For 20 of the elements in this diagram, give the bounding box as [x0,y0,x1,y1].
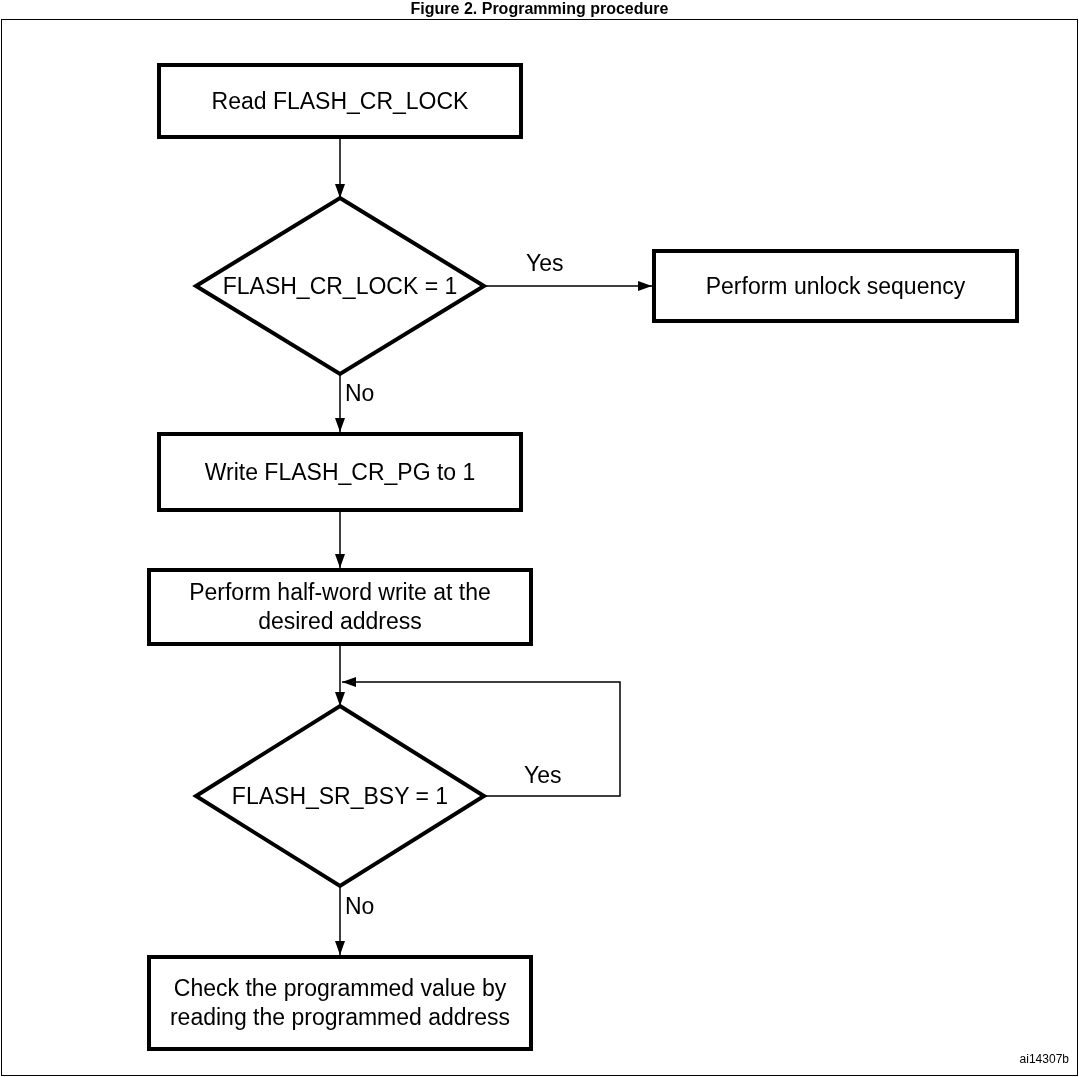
figure-title: Figure 2. Programming procedure [409,0,670,18]
process-box [157,63,523,139]
process-box [652,249,1019,323]
arrow [341,677,621,797]
process-box [147,568,533,646]
step-text: Perform unlock sequency [705,271,966,301]
arrow [335,645,345,707]
step-text: Read FLASH_CR_LOCK [211,86,469,116]
decision-text: FLASH_SR_BSY = 1 [230,781,450,811]
figure-id: ai14307b [1019,1052,1069,1066]
step-text: Perform half-word write at the desired address [188,578,492,636]
arrow [335,885,345,956]
arrow [335,138,345,199]
process-box [157,432,523,512]
step-text: Check the programmed value by reading the programmed address [168,974,512,1032]
arrow [335,511,345,569]
decision-text: FLASH_CR_LOCK = 1 [221,271,459,301]
step-text: Write FLASH_CR_PG to 1 [204,457,476,487]
arrow [335,373,345,433]
process-box [147,955,533,1051]
